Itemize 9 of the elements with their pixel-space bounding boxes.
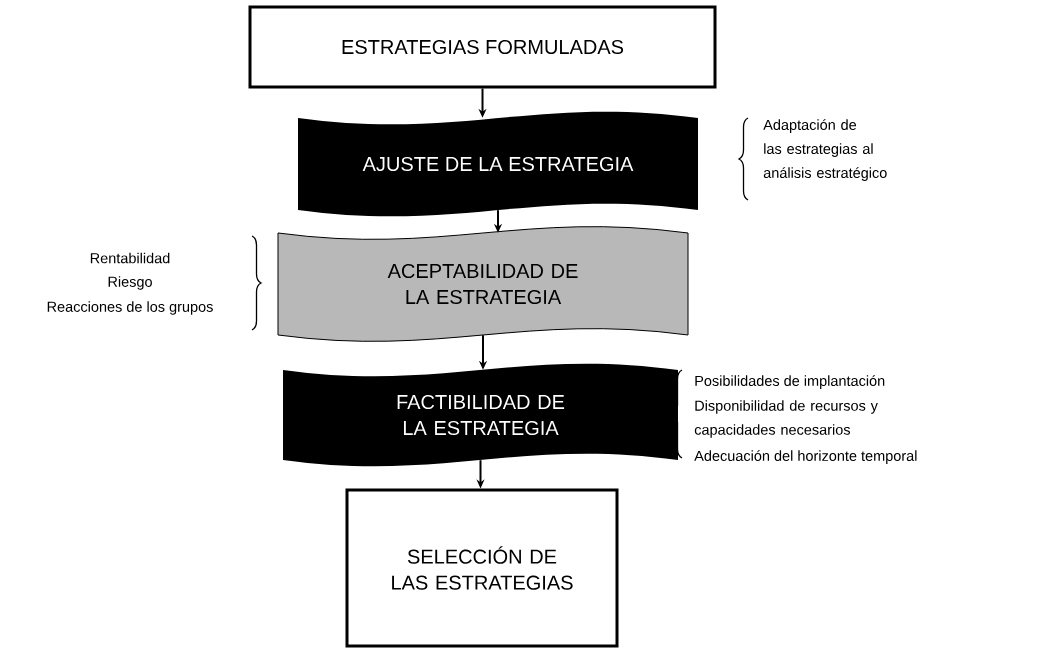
side-note: Disponibilidad de recursos y capacidades necesarios — [694, 400, 878, 438]
side-note: Adaptación de las estrategias al análisis estratégico — [763, 119, 887, 181]
side-note: Reacciones de los grupos — [47, 301, 213, 315]
side-note: Adecuación del horizonte temporal — [694, 450, 917, 464]
side-note: Posibilidades de implantación — [695, 375, 885, 389]
side-note: Rentabilidad — [90, 252, 170, 264]
side-note: Riesgo — [108, 276, 152, 290]
process-box: ESTRATEGIAS FORMULADAS — [248, 5, 717, 89]
process-box: SELECCIÓN DE LAS ESTRATEGIAS — [345, 488, 619, 648]
